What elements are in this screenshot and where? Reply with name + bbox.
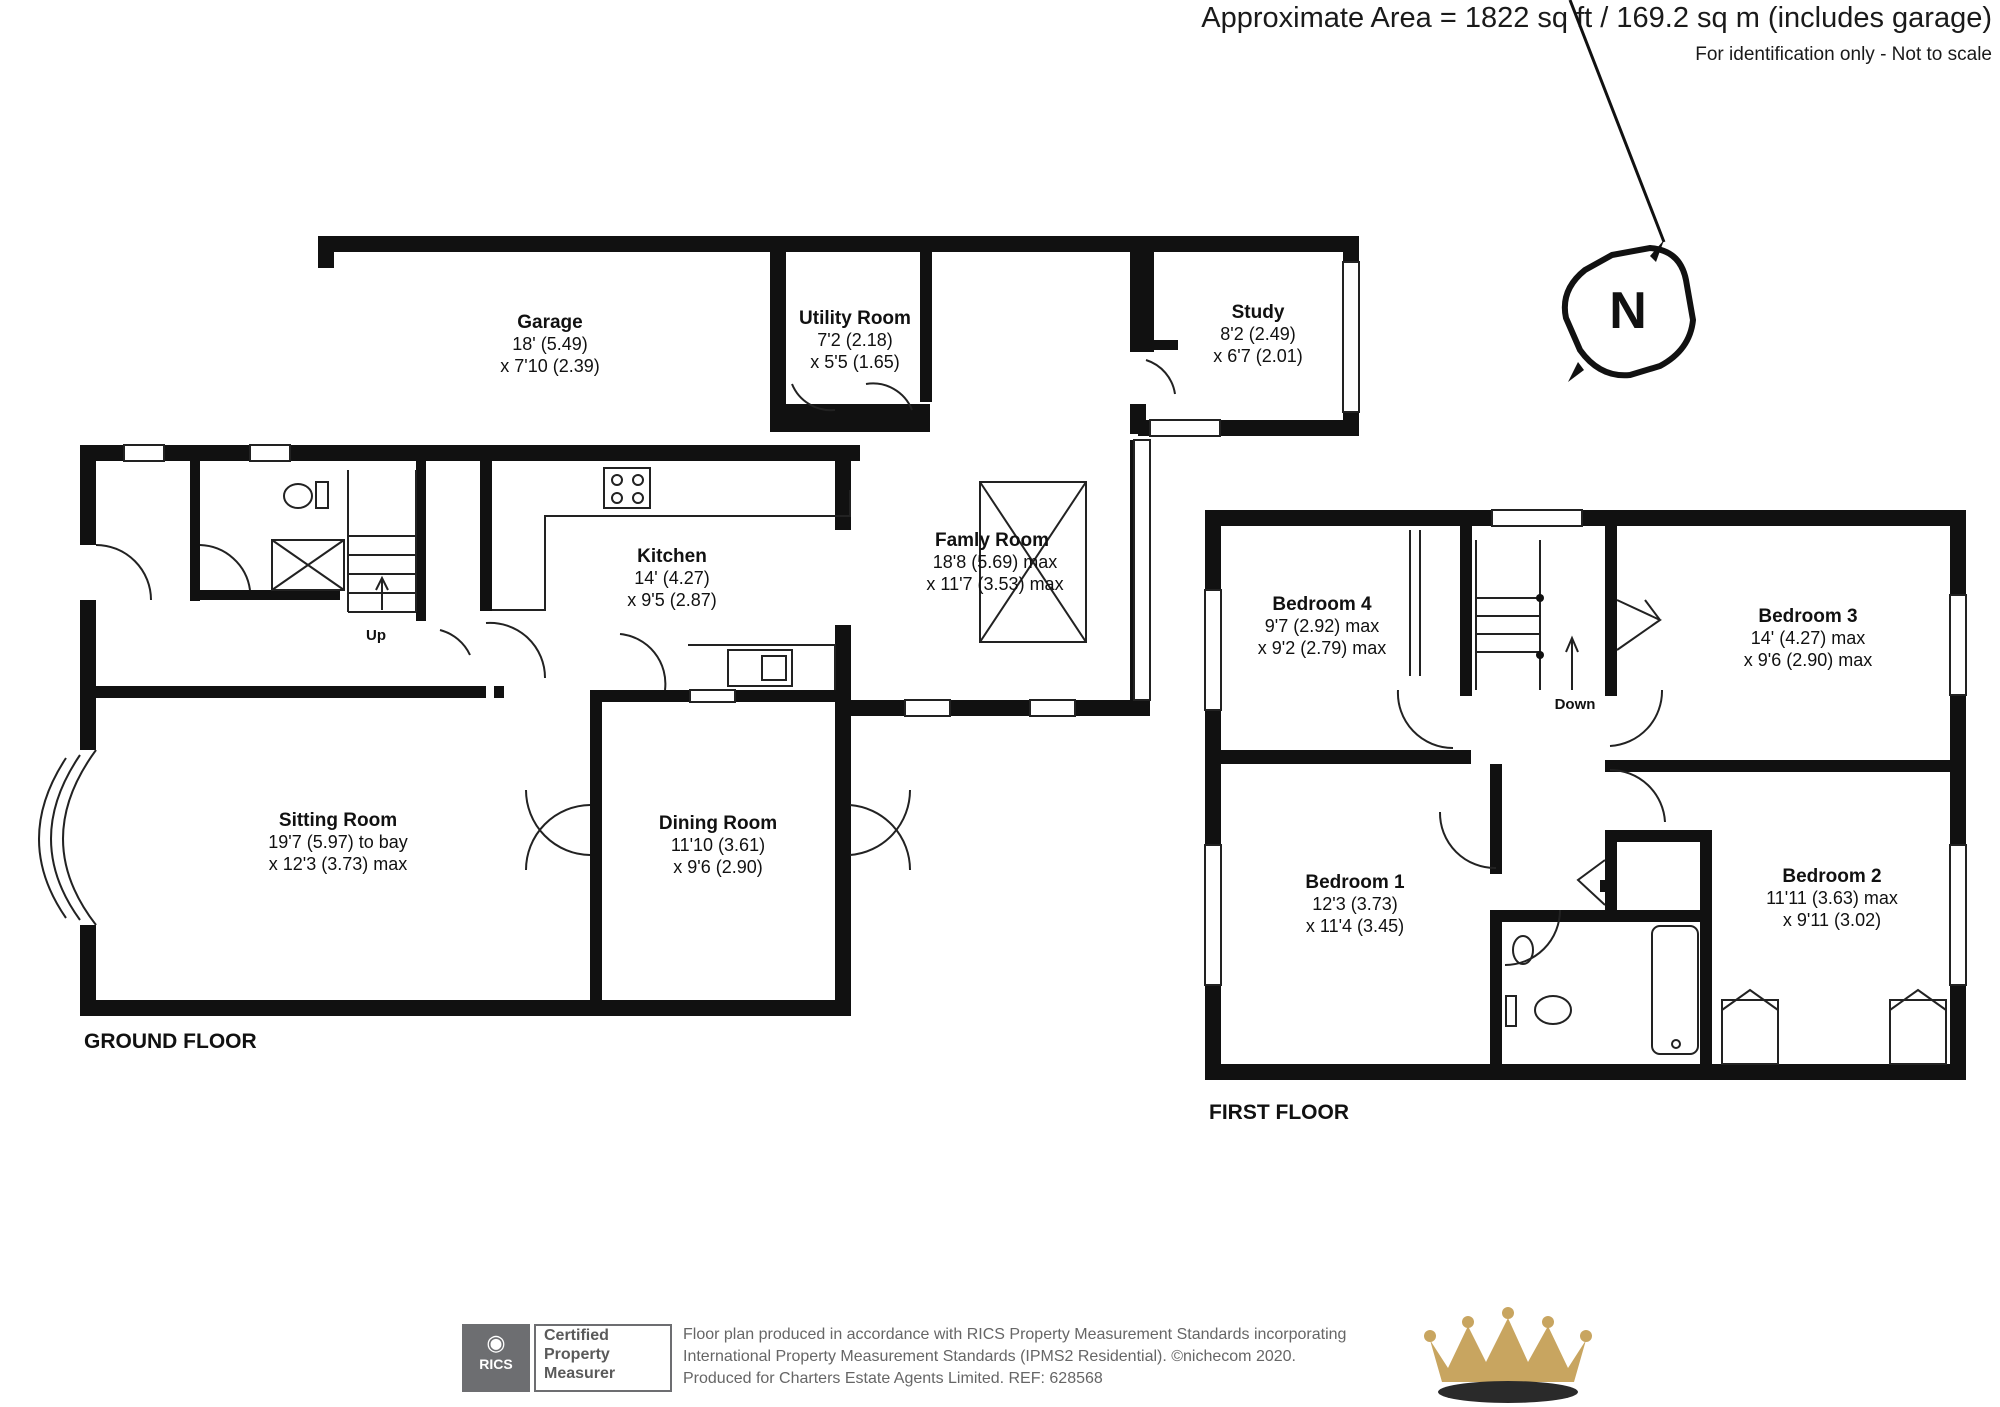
room-study: Study 8'2 (2.49) x 6'7 (2.01): [1213, 302, 1302, 366]
room-name: Utility Room: [799, 308, 911, 329]
room-dim: 18'8 (5.69) max: [933, 552, 1058, 572]
room-name: Garage: [517, 312, 582, 333]
room-kitchen: Kitchen 14' (4.27) x 9'5 (2.87): [627, 546, 716, 610]
room-family: Famly Room 18'8 (5.69) max x 11'7 (3.53)…: [926, 530, 1063, 594]
room-dim: 12'3 (3.73): [1312, 894, 1398, 914]
room-name: Dining Room: [659, 813, 777, 834]
room-dim: x 5'5 (1.65): [810, 352, 899, 372]
room-name: Study: [1232, 302, 1285, 323]
room-dim: 18' (5.49): [512, 334, 587, 354]
room-dining: Dining Room 11'10 (3.61) x 9'6 (2.90): [659, 813, 777, 877]
room-garage: Garage 18' (5.49) x 7'10 (2.39): [500, 312, 600, 376]
room-dim: x 7'10 (2.39): [500, 356, 600, 376]
north-arrow-icon: N: [1561, 0, 1697, 382]
ground-floor: [38, 236, 1360, 1016]
first-floor: [1204, 509, 1967, 1080]
ground-floor-label: GROUND FLOOR: [84, 1030, 257, 1053]
room-dim: 11'11 (3.63) max: [1766, 888, 1898, 908]
badge-line: Property: [544, 1346, 610, 1363]
room-dim: x 6'7 (2.01): [1213, 346, 1302, 366]
crown-logo-icon: [1424, 1307, 1592, 1403]
room-dim: x 9'6 (2.90) max: [1744, 650, 1873, 670]
room-name: Famly Room: [935, 530, 1049, 551]
room-utility: Utility Room 7'2 (2.18) x 5'5 (1.65): [799, 308, 911, 372]
stair-down-label: Down: [1555, 696, 1596, 713]
footer-line-3: Produced for Charters Estate Agents Limi…: [683, 1370, 1103, 1387]
room-dim: x 9'6 (2.90): [673, 857, 762, 877]
identification-note: For identification only - Not to scale: [1695, 44, 1992, 65]
ground-stairs: [347, 470, 417, 613]
certified-measurer-box: Certified Property Measurer: [534, 1324, 672, 1392]
footer-line-2: International Property Measurement Stand…: [683, 1348, 1296, 1365]
room-name: Bedroom 1: [1305, 872, 1405, 893]
room-dim: x 9'11 (3.02): [1783, 910, 1881, 930]
room-name: Bedroom 2: [1782, 866, 1881, 887]
room-name: Bedroom 3: [1758, 606, 1857, 627]
badge-line: Measurer: [544, 1365, 616, 1382]
room-dim: x 11'4 (3.45): [1306, 916, 1404, 936]
room-dim: x 12'3 (3.73) max: [269, 854, 408, 874]
footer-line-1: Floor plan produced in accordance with R…: [683, 1326, 1347, 1343]
rics-certified-badge: ◉ RICS Certified Property Measurer: [462, 1324, 672, 1392]
room-bedroom-3: Bedroom 3 14' (4.27) max x 9'6 (2.90) ma…: [1744, 606, 1873, 670]
first-floor-label: FIRST FLOOR: [1209, 1101, 1349, 1124]
room-bedroom-2: Bedroom 2 11'11 (3.63) max x 9'11 (3.02): [1766, 866, 1898, 930]
room-dim: x 11'7 (3.53) max: [926, 574, 1063, 594]
badge-line: Certified: [544, 1327, 609, 1344]
room-dim: 14' (4.27): [634, 568, 709, 588]
room-sitting: Sitting Room 19'7 (5.97) to bay x 12'3 (…: [268, 810, 408, 874]
room-bedroom-4: Bedroom 4 9'7 (2.92) max x 9'2 (2.79) ma…: [1258, 594, 1387, 658]
room-name: Bedroom 4: [1272, 594, 1372, 615]
rics-label: RICS: [479, 1356, 513, 1372]
room-dim: x 9'2 (2.79) max: [1258, 638, 1387, 658]
first-stairs: [1475, 540, 1579, 690]
rics-lion-icon: ◉: [486, 1330, 506, 1355]
compass-letter: N: [1609, 282, 1647, 340]
room-dim: 14' (4.27) max: [1751, 628, 1866, 648]
room-dim: 8'2 (2.49): [1220, 324, 1295, 344]
room-bedroom-1: Bedroom 1 12'3 (3.73) x 11'4 (3.45): [1305, 872, 1405, 936]
room-dim: x 9'5 (2.87): [627, 590, 716, 610]
room-dim: 11'10 (3.61): [671, 835, 765, 855]
room-dim: 7'2 (2.18): [817, 330, 892, 350]
approximate-area: Approximate Area = 1822 sq ft / 169.2 sq…: [1201, 2, 1992, 34]
room-name: Kitchen: [637, 546, 707, 567]
stair-up-label: Up: [366, 627, 386, 644]
room-dim: 19'7 (5.97) to bay: [268, 832, 408, 852]
room-dim: 9'7 (2.92) max: [1265, 616, 1380, 636]
room-name: Sitting Room: [279, 810, 397, 831]
rics-logo: ◉ RICS: [462, 1324, 530, 1392]
